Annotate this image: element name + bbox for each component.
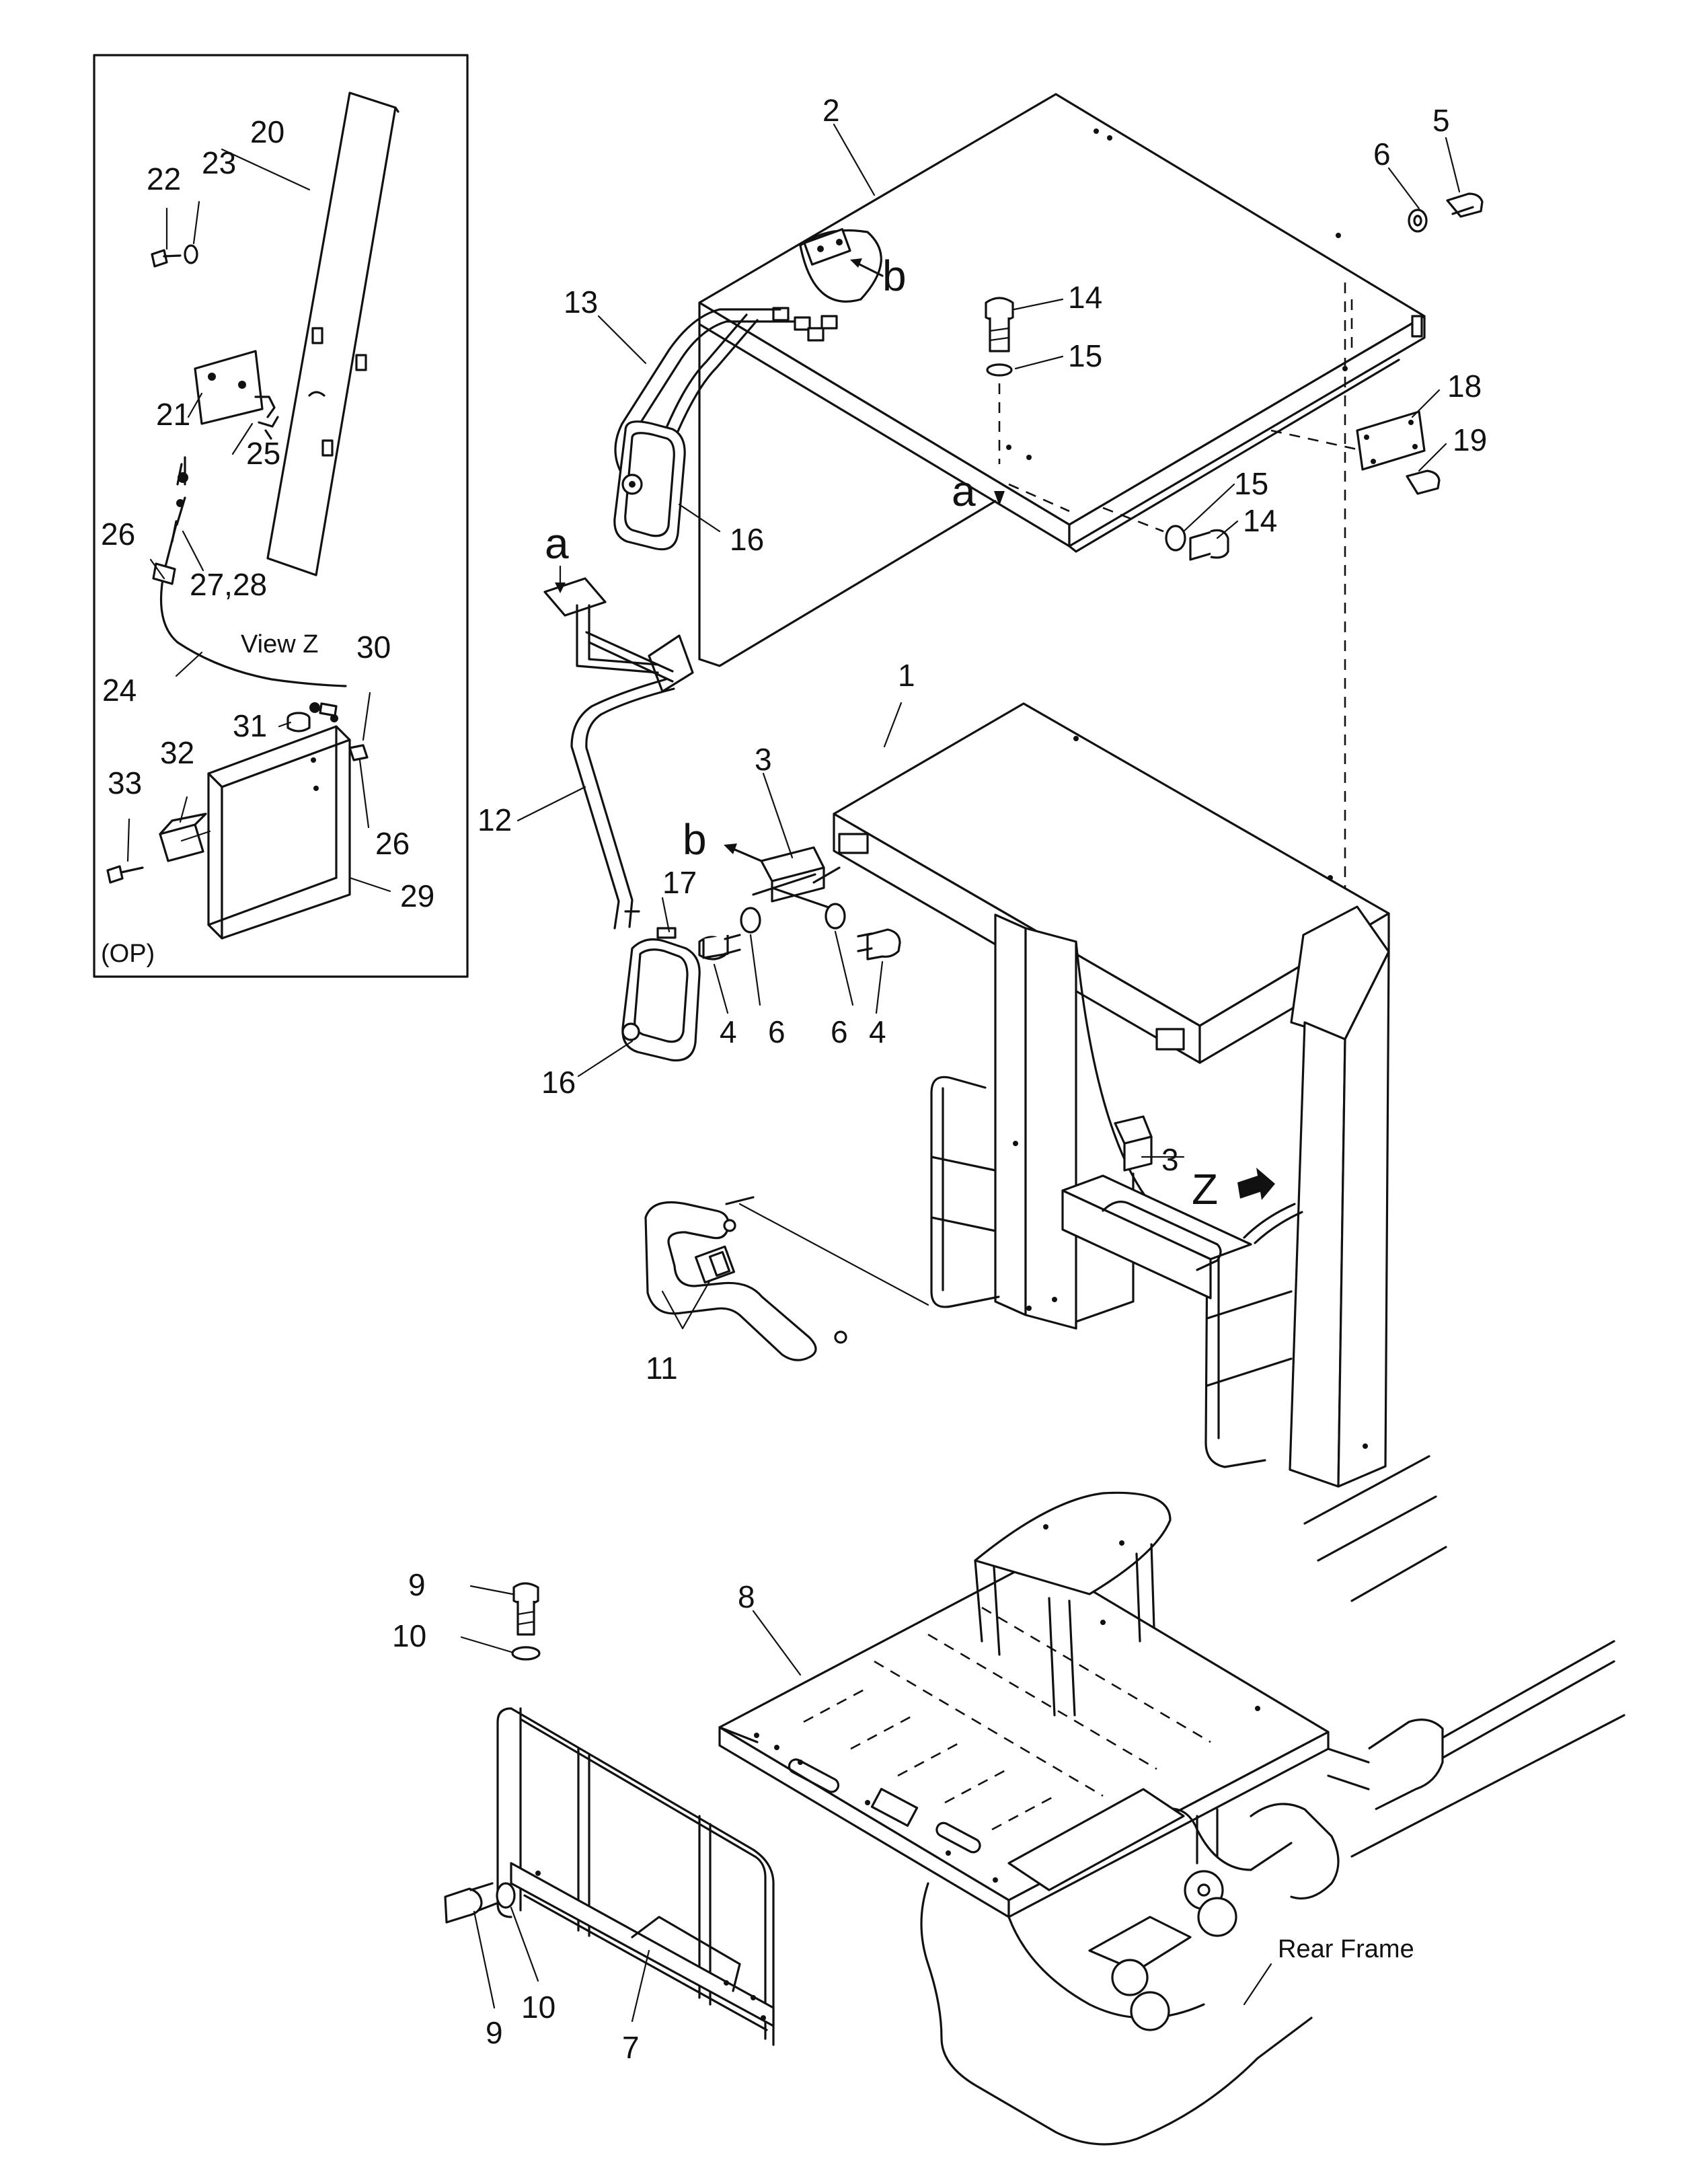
callout-13: 13 xyxy=(564,285,598,319)
floor-8 xyxy=(718,1491,1330,1918)
cab-column-right xyxy=(1289,1021,1346,1488)
view-z-arrow-label: Z xyxy=(1192,1165,1218,1213)
bolt-33 xyxy=(106,865,124,884)
bolt-4-right xyxy=(857,928,901,961)
stay-mount-b xyxy=(648,634,694,693)
inset-view-z xyxy=(93,54,469,978)
callout-4-right: 4 xyxy=(869,1014,886,1049)
callout-21: 21 xyxy=(156,397,190,432)
lamp-32 xyxy=(159,823,204,862)
callout-1: 1 xyxy=(898,658,915,693)
callout-18: 18 xyxy=(1447,369,1482,404)
callout-27-28: 27,28 xyxy=(190,567,267,602)
bolt-19 xyxy=(1406,469,1441,495)
callout-25: 25 xyxy=(246,436,280,471)
callout-17: 17 xyxy=(662,865,697,900)
callout-labels: 1 2 3 3 4 4 5 6 6 6 7 8 9 9 10 10 11 12 … xyxy=(101,93,1487,2065)
callout-8: 8 xyxy=(738,1579,755,1614)
pin-17 xyxy=(656,927,677,939)
callout-20: 20 xyxy=(250,114,284,149)
callout-15-top: 15 xyxy=(1068,338,1102,373)
washer-15-top xyxy=(986,363,1013,377)
seat-platform xyxy=(974,1491,1172,1595)
callout-10-bottom: 10 xyxy=(521,1990,556,2025)
callout-9-bottom: 9 xyxy=(486,2015,503,2050)
washer-6-right xyxy=(825,903,846,930)
cab-1 xyxy=(833,702,1390,1488)
callout-19: 19 xyxy=(1453,422,1487,457)
connector-26 xyxy=(152,562,176,585)
callout-7: 7 xyxy=(622,2030,640,2065)
ladder-left xyxy=(930,1076,1000,1308)
inset-frame xyxy=(93,54,469,978)
washer-6-left xyxy=(740,907,761,934)
callout-2: 2 xyxy=(822,93,840,128)
bracket-21 xyxy=(194,350,264,425)
callout-9-top: 9 xyxy=(408,1567,426,1602)
callout-11: 11 xyxy=(646,1351,678,1386)
bolt-22 xyxy=(151,249,168,268)
roof-2 xyxy=(698,93,1426,667)
callout-26-top: 26 xyxy=(101,517,135,552)
callout-4-left: 4 xyxy=(720,1014,737,1049)
cab-pillar-left xyxy=(994,913,1027,1316)
washer-10-top xyxy=(511,1646,541,1661)
view-z-arrow-icon xyxy=(1237,1168,1275,1200)
leader-lines xyxy=(460,123,1461,2023)
callout-24: 24 xyxy=(102,673,137,708)
arrow-b-roof-label: b xyxy=(882,252,907,300)
rear-frame-label: Rear Frame xyxy=(1278,1935,1414,1963)
arrow-a-roof-label: a xyxy=(952,467,976,515)
callout-5: 5 xyxy=(1432,103,1450,138)
view-z-label: View Z xyxy=(241,630,318,658)
guard-rail-7 xyxy=(496,1707,775,2046)
callout-3-upper: 3 xyxy=(755,742,772,777)
callout-23: 23 xyxy=(202,145,236,180)
bolt-9-top xyxy=(511,1582,541,1661)
washer-10-bottom xyxy=(496,1882,516,1909)
callout-14-bottom: 14 xyxy=(1243,503,1277,538)
washer-23 xyxy=(184,244,198,264)
panel-20 xyxy=(266,91,397,576)
callout-15-bottom: 15 xyxy=(1234,466,1268,501)
bolt-14-bottom xyxy=(1102,506,1229,561)
bolt-5 xyxy=(1408,192,1484,233)
arrow-a-upper-label: a xyxy=(545,519,569,568)
callout-22: 22 xyxy=(147,161,181,196)
bolt-14-top xyxy=(985,297,1014,506)
plate-18 xyxy=(1270,410,1441,495)
callout-30: 30 xyxy=(356,630,391,665)
callout-29: 29 xyxy=(400,878,434,913)
bolt-4-left xyxy=(698,934,741,961)
seatbelt-11 xyxy=(644,1196,929,1361)
callout-14-top: 14 xyxy=(1068,280,1102,315)
arrow-b-bracket-label: b xyxy=(683,815,707,864)
connector-26b xyxy=(348,744,369,761)
callout-16-lower: 16 xyxy=(541,1065,576,1100)
callout-3-lower: 3 xyxy=(1161,1142,1179,1177)
mirror-16-upper xyxy=(613,420,686,551)
callout-6-top: 6 xyxy=(1373,137,1391,172)
knob-31 xyxy=(286,718,311,732)
stay-mount-a xyxy=(543,577,607,617)
callout-12: 12 xyxy=(477,802,512,837)
mirror-16-lower xyxy=(621,927,701,1062)
callout-32: 32 xyxy=(160,735,194,770)
rear-frame xyxy=(920,1455,1625,2146)
callout-31: 31 xyxy=(233,708,267,743)
washer-15-bottom xyxy=(1165,525,1186,552)
callout-6-mid-right: 6 xyxy=(831,1014,848,1049)
callout-6-mid-left: 6 xyxy=(768,1014,786,1049)
ladder-right xyxy=(1204,1240,1266,1468)
callout-26-bottom: 26 xyxy=(375,826,410,861)
bracket-3-upper xyxy=(724,843,841,909)
callout-33: 33 xyxy=(108,765,142,800)
bolt-9-bottom xyxy=(444,1882,516,1924)
callout-16-upper: 16 xyxy=(730,522,764,557)
callout-10-top: 10 xyxy=(392,1618,426,1653)
washer-6-top xyxy=(1408,209,1428,233)
op-label: (OP) xyxy=(101,940,155,968)
